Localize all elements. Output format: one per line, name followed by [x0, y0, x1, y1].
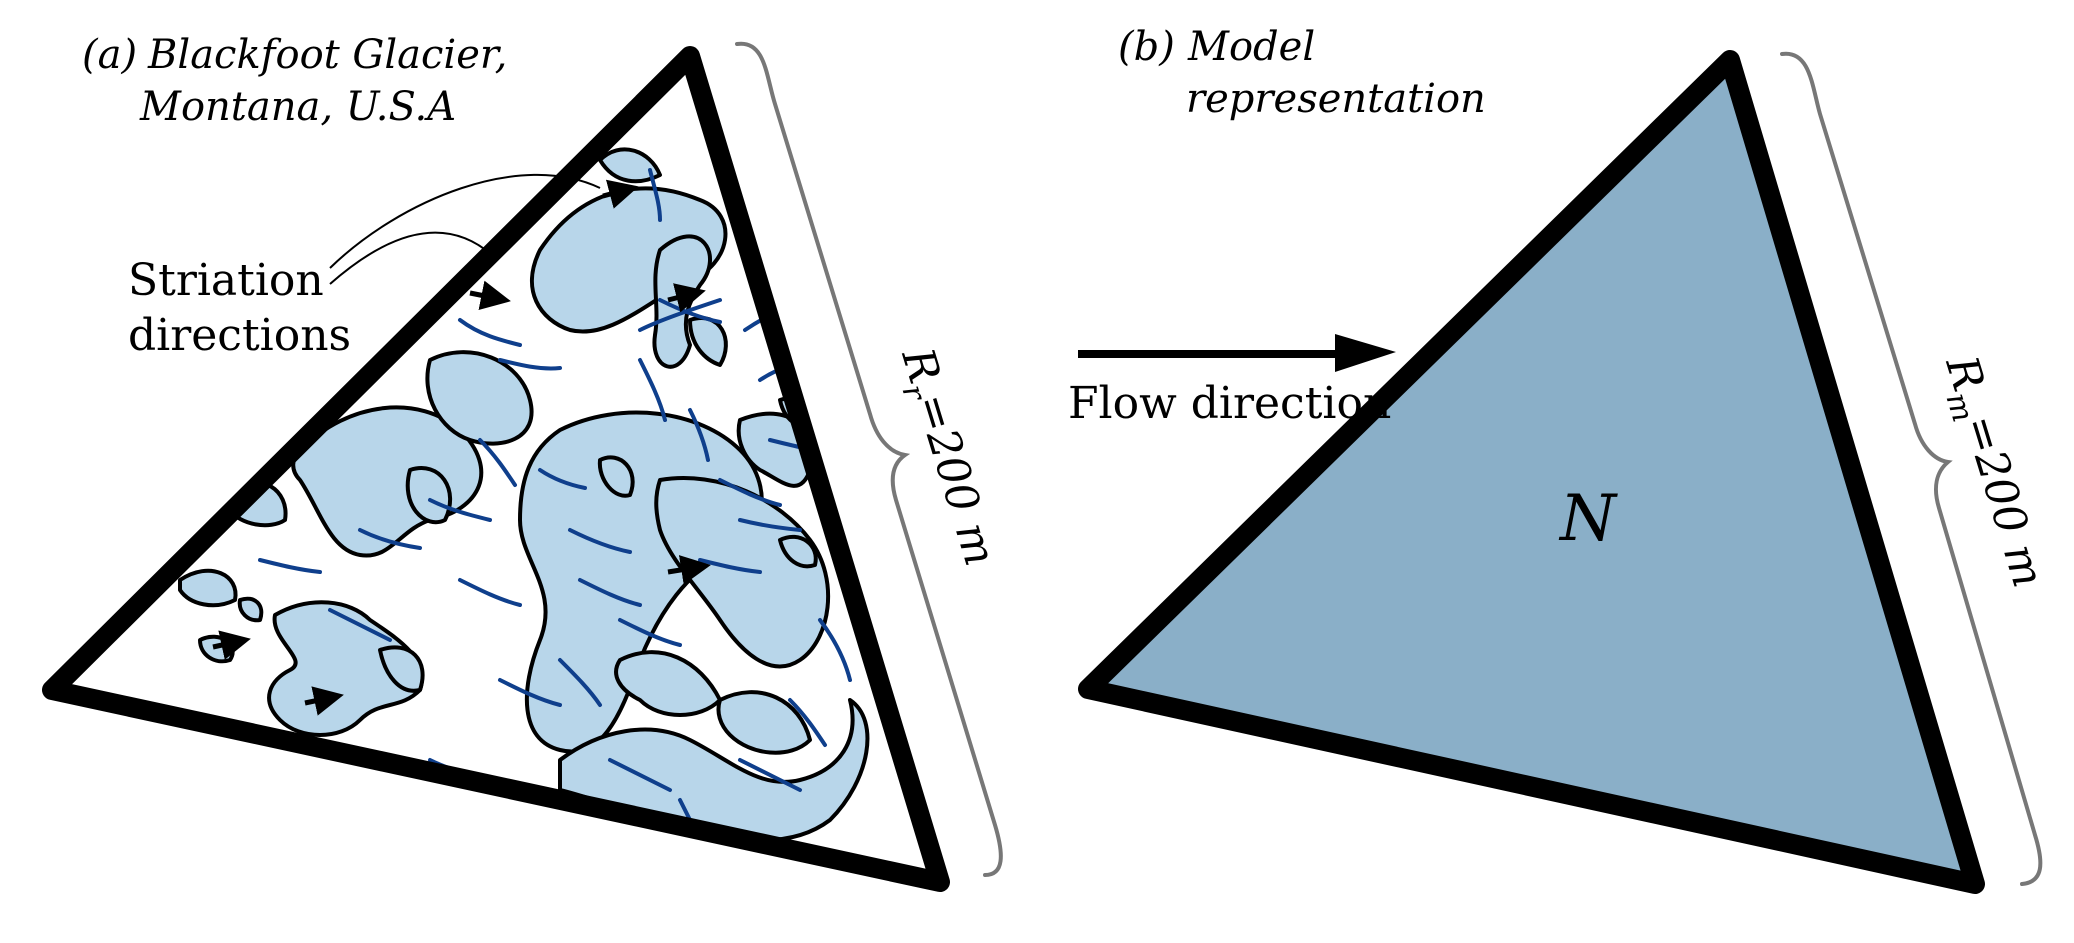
panel-b-dimension-label: Rm=200 m — [1928, 349, 2053, 595]
panel-b-label: (b) — [1118, 24, 1175, 70]
panel-a-title-line1: Blackfoot Glacier, — [147, 32, 507, 78]
panel-a-dimension-value: =200 m — [905, 388, 1005, 572]
model-center-label: N — [1558, 482, 1618, 556]
panel-b-title-line2: representation — [1186, 76, 1486, 122]
panel-a: (a) Blackfoot Glacier, Montana, U.S.A St… — [42, 32, 1006, 892]
panel-b: Flow direction (b) Model representation … — [1068, 24, 2054, 894]
flow-indicator — [1078, 334, 1396, 372]
callout-lines — [329, 173, 601, 285]
panel-a-dimension-symbol: R — [891, 341, 950, 389]
panel-b-title-line1: Model — [1187, 24, 1315, 70]
panel-b-dimension-value: =200 m — [1953, 409, 2053, 593]
panel-b-dimension-symbol: R — [1935, 349, 1994, 397]
striation-label-line2: directions — [128, 310, 351, 361]
flow-direction-label: Flow direction — [1068, 378, 1391, 429]
model-triangle — [1078, 50, 1985, 894]
flow-arrow-head — [1335, 334, 1396, 372]
panel-a-dimension-brace — [735, 41, 1003, 877]
striation-label-line1: Striation — [128, 255, 324, 306]
panel-a-title-line2: Montana, U.S.A — [139, 84, 456, 130]
glacier-map — [178, 147, 878, 862]
panel-b-dimension-brace — [1780, 51, 2043, 886]
striation-arrows — [212, 179, 711, 716]
region-outline — [42, 46, 950, 892]
panel-a-label: (a) — [82, 32, 137, 78]
